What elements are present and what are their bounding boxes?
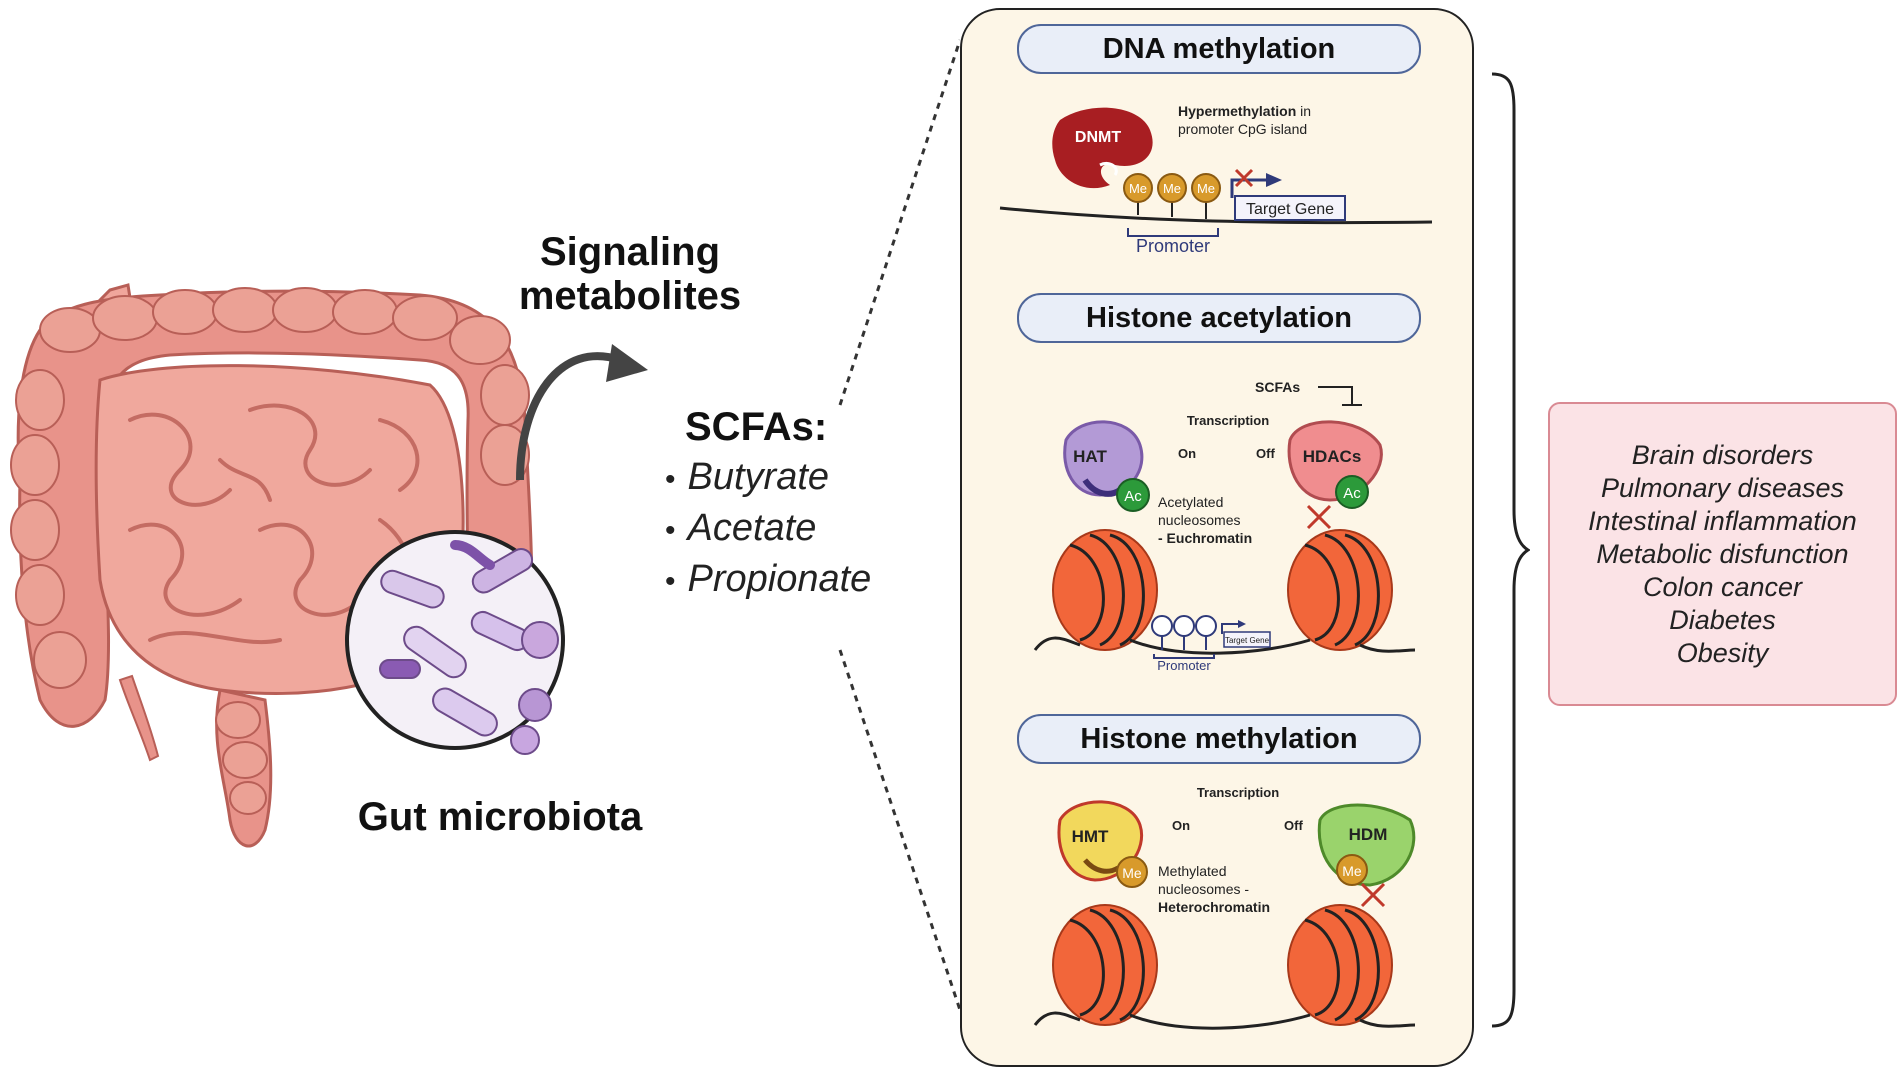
acetylated-note: Acetylated [1158,494,1223,510]
scfas-inhibitor-label: SCFAs [1255,379,1300,395]
disease-item: Colon cancer [1642,571,1803,602]
me-label: Me [1342,863,1362,879]
on-label: On [1178,446,1196,461]
target-gene-label: Target Gene [1225,636,1270,645]
euchromatin-note: - Euchromatin [1158,530,1252,546]
epigenetics-diagram: DNMT Me Me Me Promoter Target Gene Hyper… [999,103,1433,1030]
bullet-icon: • [665,565,676,598]
dna-methylation-diagram: DNMT Me Me Me Promoter Target Gene Hyper… [999,103,1433,256]
histone-acetylation-diagram: SCFAs Transcription On Off HAT Ac Acetyl… [1033,379,1416,673]
me-label: Me [1163,181,1181,196]
off-label: Off [1284,818,1303,833]
signaling-metabolites-label: Signaling metabolites [518,230,742,318]
scfa-item: •Acetate [665,507,817,549]
blocked-x-icon [1306,504,1332,530]
blocked-x-icon [1234,168,1254,188]
transcription-label: Transcription [1187,413,1269,428]
disease-item: Diabetes [1669,604,1776,635]
hat-label: HAT [1073,447,1107,466]
scfa-item: •Butyrate [665,456,830,498]
histone-acetylation-title: Histone acetylation [1017,293,1421,343]
hdacs-label: HDACs [1303,447,1362,466]
disease-item: Metabolic disfunction [1596,538,1849,569]
intestine-illustration [10,39,960,1011]
nucleosome-icon [1052,529,1158,651]
grouping-brace [1491,72,1530,1028]
methylated-note: Methylated [1158,863,1226,879]
on-label: On [1172,818,1190,833]
promoter-label: Promoter [1136,236,1210,256]
nucleosome-icon [1287,904,1393,1026]
acetylated-note-2: nucleosomes [1158,512,1241,528]
histone-methylation-title: Histone methylation [1017,714,1421,764]
me-label: Me [1122,865,1142,881]
hdm-label: HDM [1349,825,1388,844]
promoter-label: Promoter [1157,658,1211,673]
disease-item: Brain disorders [1631,439,1814,470]
scfa-title: SCFAs: [685,405,828,449]
bullet-icon: • [665,463,676,496]
nucleosome-icon [1287,529,1393,651]
histone-methylation-diagram: Transcription On Off HMT Me Methylated n… [1033,785,1416,1030]
disease-item: Intestinal inflammation [1588,505,1857,536]
gut-microbiota-label: Gut microbiota [357,795,643,839]
dna-methylation-title: DNA methylation [1017,24,1421,74]
disease-item: Obesity [1676,637,1769,668]
heterochromatin-note: Heterochromatin [1158,899,1270,915]
hypermethylation-note: Hypermethylation in [1178,103,1311,119]
nucleosome-icon [1052,904,1158,1026]
ac-label: Ac [1124,488,1142,505]
me-label: Me [1197,181,1215,196]
hypermethylation-note-line2: promoter CpG island [1178,121,1307,137]
scfa-item: •Propionate [665,558,872,600]
scfa-list: SCFAs: •Butyrate •Acetate •Propionate [665,405,925,601]
dnmt-label: DNMT [1075,129,1121,146]
blocked-x-icon [1360,882,1386,908]
ac-label: Ac [1343,485,1361,502]
hmt-label: HMT [1072,827,1109,846]
bullet-icon: • [665,514,676,547]
target-gene-label: Target Gene [1246,201,1334,218]
disease-item: Pulmonary diseases [1600,472,1845,503]
methylated-note-2: nucleosomes - [1158,881,1249,897]
off-label: Off [1256,446,1275,461]
transcription-label: Transcription [1197,785,1279,800]
me-label: Me [1129,181,1147,196]
disease-outcomes-box: Brain disorders Pulmonary diseases Intes… [1548,402,1897,706]
